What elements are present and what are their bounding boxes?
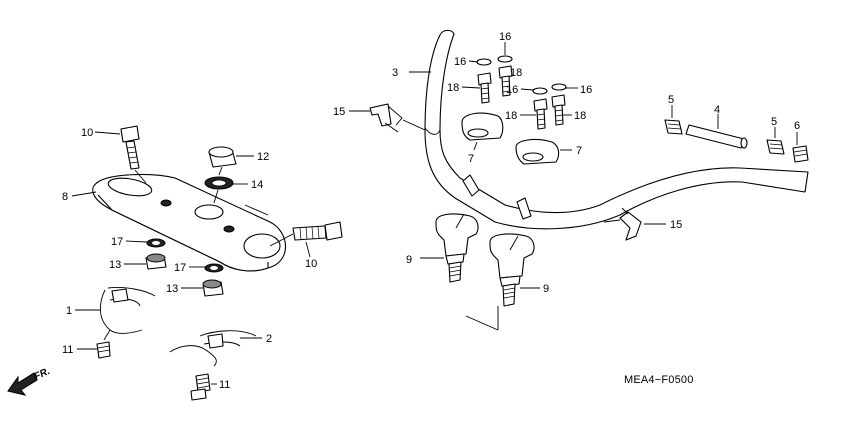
callout-17-left: 17: [111, 236, 123, 248]
callout-14: 14: [251, 179, 263, 191]
callout-10-left: 10: [81, 127, 93, 139]
washer-nut-right: [202, 263, 224, 297]
front-direction-arrow: FR.: [7, 366, 52, 396]
callout-3: 3: [392, 67, 398, 79]
wire-clamp-15-right: [603, 207, 642, 241]
callout-9-left: 9: [406, 254, 412, 266]
bolt-11-right: [190, 373, 211, 401]
wire-clamp-15-left: [369, 103, 426, 133]
callout-15-left: 15: [333, 106, 345, 118]
callout-12: 12: [257, 151, 269, 163]
diagram-code: MEA4−F0500: [624, 374, 694, 386]
callout-18-left: 18: [447, 82, 459, 94]
callout-16-left: 16: [454, 56, 466, 68]
bar-end-weight-assembly: [664, 105, 809, 163]
callout-11-right: 11: [219, 379, 230, 391]
riser-9-right: [465, 233, 540, 331]
callout-16-top: 16: [499, 31, 511, 43]
callout-18-right: 18: [574, 110, 586, 122]
callout-11-left: 11: [62, 344, 73, 356]
washer-nut-left: [145, 238, 167, 270]
handlebar-holder-upper: [461, 112, 504, 151]
bolt-18-d: [551, 83, 567, 126]
callout-5-left: 5: [668, 94, 674, 106]
bolt-11-left: [96, 329, 111, 359]
bolt-18-b: [497, 42, 513, 97]
callout-5-right: 5: [771, 116, 777, 128]
callout-16-mid: 16: [506, 84, 518, 96]
callout-4: 4: [714, 104, 720, 116]
callout-8: 8: [62, 191, 68, 203]
callout-6: 6: [794, 120, 800, 132]
callout-18-top: 18: [510, 67, 522, 79]
callout-16-right: 16: [580, 84, 592, 96]
riser-9-left: [420, 213, 479, 283]
callout-7-lower: 7: [576, 145, 582, 157]
handlebar-holder-lower: [515, 138, 572, 165]
washer-14: [204, 176, 234, 204]
callout-13-left: 13: [109, 259, 121, 271]
callout-15-right: 15: [670, 219, 682, 231]
callout-13-right: 13: [166, 283, 178, 295]
bolt-18-c: [532, 87, 548, 130]
nut-12: [208, 146, 237, 176]
callout-2: 2: [266, 333, 272, 345]
cable-guide-1: [99, 287, 156, 334]
callout-17-right: 17: [174, 262, 186, 274]
top-bridge-part: [92, 174, 286, 272]
callout-labels: 1 2 3 4 5 5 6 7 7 8 9 9 10 10 11 11 12 1…: [62, 31, 800, 391]
bolt-18-a: [476, 58, 492, 104]
handlebar-part: [424, 29, 809, 230]
bolt-10-upper-left: [120, 125, 147, 184]
front-direction-label: FR.: [33, 366, 52, 383]
callout-9-right: 9: [543, 283, 549, 295]
bolt-10-right: [269, 221, 343, 247]
callout-1: 1: [66, 305, 72, 317]
callout-7-upper: 7: [468, 153, 474, 165]
callout-10-right: 10: [305, 258, 317, 270]
callout-18-mid: 18: [505, 110, 517, 122]
cable-guide-2: [169, 330, 257, 367]
